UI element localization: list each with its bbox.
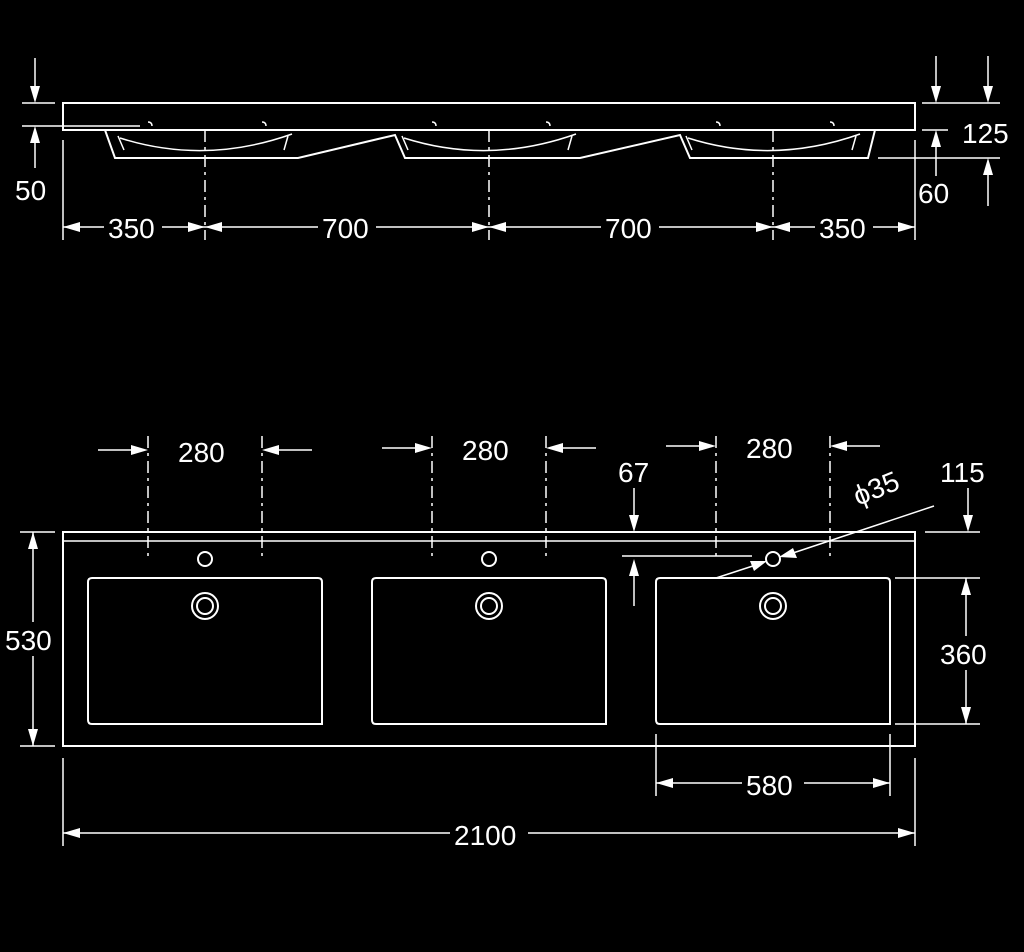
- dim-700-2-label: 700: [605, 213, 652, 244]
- span-arrow-2: [188, 222, 205, 232]
- side-tap-marks: [147, 121, 835, 127]
- drain-right-inner: [764, 597, 782, 615]
- tap-hole-right: [765, 551, 781, 567]
- dim-350-right-label: 350: [819, 213, 866, 244]
- dim-350-left-label: 350: [108, 213, 155, 244]
- span-arrow-5: [489, 222, 506, 232]
- span-arrow-4: [472, 222, 489, 232]
- side-basin-profile: [104, 129, 876, 159]
- drain-center-inner: [480, 597, 498, 615]
- dim-125-arrow-b: [983, 86, 993, 103]
- side-bowl-curve-1: [119, 133, 293, 152]
- dim-530-label: 530: [5, 625, 52, 656]
- span-arrow-3: [205, 222, 222, 232]
- drain-left-inner: [196, 597, 214, 615]
- dim-280-3-arrow-b: [830, 441, 847, 451]
- drain-left-outer: [191, 592, 219, 620]
- dim-280-3-label: 280: [746, 433, 793, 464]
- dim-580-arrow-right: [873, 778, 890, 788]
- dim-dia-arrow-b: [779, 548, 797, 558]
- dim-280-2-label: 280: [462, 435, 509, 466]
- dim-280-1-arrow-a: [131, 445, 148, 455]
- dim-67-label: 67: [618, 457, 649, 488]
- drain-center-outer: [475, 592, 503, 620]
- dim-280-1-label: 280: [178, 437, 225, 468]
- side-bowl-curve-3: [687, 133, 861, 152]
- dim-dia-arrow-a: [750, 561, 767, 571]
- dim-700-1-label: 700: [322, 213, 369, 244]
- dim-360-label: 360: [940, 639, 987, 670]
- dim-125-label: 125: [962, 118, 1009, 149]
- dim-580-arrow-left: [656, 778, 673, 788]
- side-countertop: [62, 102, 916, 131]
- tap-hole-left: [197, 551, 213, 567]
- dim-50-arrow-bot: [30, 126, 40, 143]
- span-arrow-7: [773, 222, 790, 232]
- basin-right: [655, 577, 891, 725]
- tap-hole-center: [481, 551, 497, 567]
- dim-dia-leader-b: [783, 505, 935, 557]
- dim-580-label: 580: [746, 770, 793, 801]
- dim-530-arrow-top: [28, 532, 38, 549]
- basin-left: [87, 577, 323, 725]
- dim-60-label: 60: [918, 178, 949, 209]
- side-bowl-curve-2: [403, 133, 577, 152]
- dim-dia-label: ϕ35: [849, 465, 904, 511]
- dim-280-2-arrow-b: [546, 443, 563, 453]
- dim-50-label: 50: [15, 175, 46, 206]
- span-arrow-6: [756, 222, 773, 232]
- dim-2100-label: 2100: [454, 820, 516, 851]
- side-view: 50 125 60 350 700 700 350: [15, 56, 1009, 244]
- dim-60-arrow-b: [983, 158, 993, 175]
- dim-115-arrow: [963, 515, 973, 532]
- dim-530-arrow-bot: [28, 729, 38, 746]
- dim-2100-arrow-left: [63, 828, 80, 838]
- side-overflow-3: [685, 135, 857, 151]
- side-overflow-1: [117, 135, 289, 151]
- dim-360-arrow-bot: [961, 707, 971, 724]
- countertop-outline: [62, 531, 916, 747]
- dim-60-arrow-a: [931, 130, 941, 147]
- span-arrow-1: [63, 222, 80, 232]
- dim-360-arrow-top: [961, 578, 971, 595]
- dim-67-arrow-bot: [629, 559, 639, 576]
- top-view: 280 280 280 67 ϕ35 115: [2, 433, 996, 851]
- span-arrow-8: [898, 222, 915, 232]
- dim-280-2-arrow-a: [415, 443, 432, 453]
- dim-2100-arrow-right: [898, 828, 915, 838]
- basin-center: [371, 577, 607, 725]
- dim-280-3-arrow-a: [699, 441, 716, 451]
- dim-50-arrow-top: [30, 86, 40, 103]
- side-overflow-2: [401, 135, 573, 151]
- dim-67-arrow-top: [629, 515, 639, 532]
- dim-280-1-arrow-b: [262, 445, 279, 455]
- dim-125-arrow-a: [931, 86, 941, 103]
- drain-right-outer: [759, 592, 787, 620]
- dim-115-label: 115: [940, 457, 985, 488]
